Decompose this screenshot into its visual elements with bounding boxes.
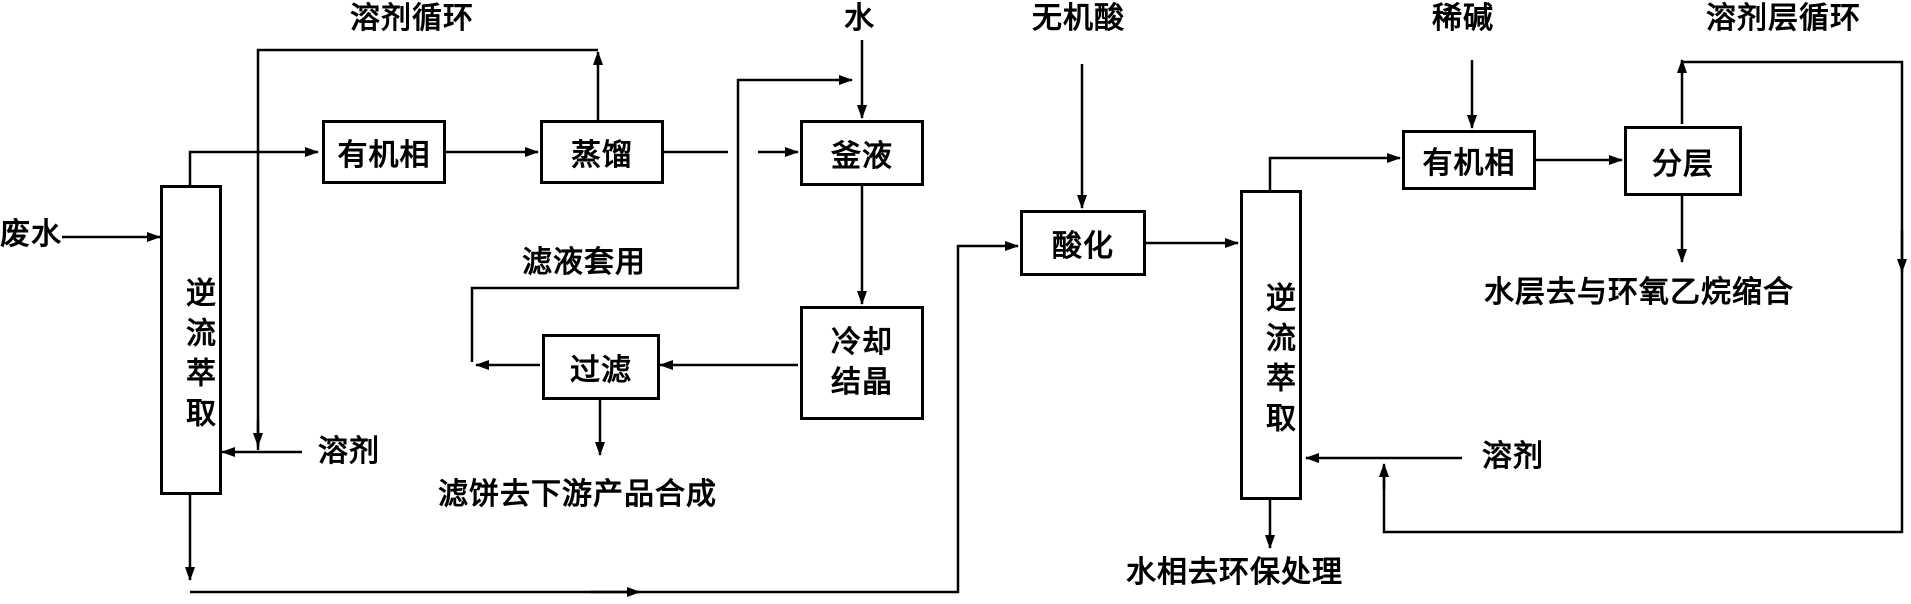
box-kettle-liquid: 釜液: [800, 120, 924, 186]
cool-crystallize-line1: 冷却: [831, 325, 893, 360]
flow-filtrate-reuse: [470, 75, 853, 362]
box-acidify: 酸化: [1020, 210, 1146, 276]
flow-aqueous-to-acidify: [190, 241, 1019, 594]
label-filtrate-reuse: 滤液套用: [522, 245, 646, 280]
label-filter-cake: 滤饼去下游产品合成: [438, 477, 717, 512]
extractor-2-label: 逆流萃取: [1260, 282, 1295, 442]
label-solvent-recycle: 溶剂循环: [350, 1, 474, 36]
flow-solvent-layer-recycle: [1382, 60, 1904, 534]
cool-crystallize-line2: 结晶: [831, 365, 893, 400]
counter-current-extractor-2: 逆流萃取: [1240, 190, 1302, 500]
label-aqueous-treatment: 水相去环保处理: [1126, 555, 1343, 590]
counter-current-extractor-1: 逆流萃取: [160, 185, 222, 495]
label-inorganic-acid: 无机酸: [1032, 1, 1125, 36]
label-dilute-base: 稀碱: [1432, 1, 1494, 36]
label-water: 水: [844, 1, 875, 36]
label-solvent-layer-recycle: 溶剂层循环: [1706, 1, 1861, 36]
label-aqueous-to-condense: 水层去与环氧乙烷缩合: [1484, 275, 1794, 310]
box-cool-crystallize: 冷却 结晶: [800, 306, 924, 420]
box-filtration: 过滤: [542, 334, 660, 400]
box-layering: 分层: [1624, 126, 1742, 196]
label-solvent-in-1: 溶剂: [318, 434, 380, 469]
label-wastewater: 废水: [0, 217, 62, 252]
flow-organic-phase-1: [188, 147, 319, 185]
extractor-1-label: 逆流萃取: [180, 277, 215, 437]
box-distillation: 蒸馏: [540, 120, 664, 184]
flow-organic-phase-2: [1268, 153, 1401, 190]
label-solvent-in-2: 溶剂: [1482, 439, 1544, 474]
box-organic-phase-1: 有机相: [322, 120, 446, 184]
box-organic-phase-2: 有机相: [1402, 130, 1536, 190]
flow-solvent-recycle: [256, 48, 598, 450]
